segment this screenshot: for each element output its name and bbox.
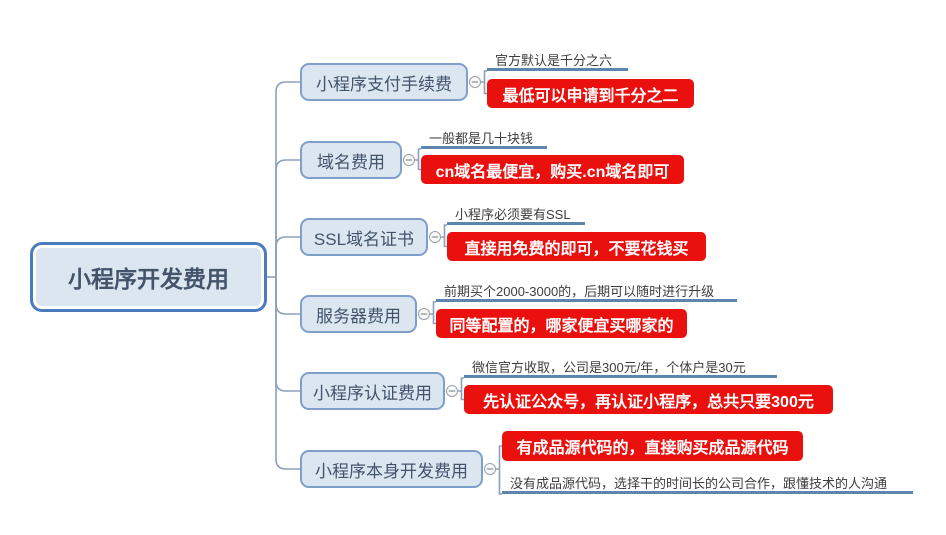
topic-server-fee[interactable]: 服务器费用 <box>300 295 417 333</box>
collapse-icon[interactable] <box>429 231 441 243</box>
topic-payment-fee[interactable]: 小程序支付手续费 <box>300 63 468 101</box>
note-payment-fee[interactable]: 官方默认是千分之六 <box>487 51 628 71</box>
branch-connector <box>275 277 300 392</box>
collapse-icon[interactable] <box>403 154 415 166</box>
child-connector <box>457 377 464 401</box>
topic-development-fee[interactable]: 小程序本身开发费用 <box>300 450 483 488</box>
topic-ssl-certificate[interactable]: SSL域名证书 <box>300 218 428 256</box>
tip-payment-fee[interactable]: 最低可以申请到千分之二 <box>487 79 694 108</box>
tip-ssl-certificate[interactable]: 直接用免费的即可，不要花钱买 <box>447 232 706 261</box>
child-connector <box>495 445 502 495</box>
collapse-icon[interactable] <box>484 463 496 475</box>
child-connector <box>440 224 447 248</box>
collapse-icon[interactable] <box>469 76 481 88</box>
note-domain-fee[interactable]: 一般都是几十块钱 <box>421 129 547 149</box>
collapse-icon[interactable] <box>418 308 430 320</box>
child-connector <box>480 70 487 95</box>
note-development-fee[interactable]: 没有成品源代码，选择干的时间长的公司合作，跟懂技术的人沟通 <box>502 474 913 494</box>
topic-domain-fee[interactable]: 域名费用 <box>300 141 402 179</box>
root-node[interactable]: 小程序开发费用 <box>30 242 267 312</box>
branch-connector <box>275 277 300 470</box>
note-certification-fee[interactable]: 微信官方收取，公司是300元/年，个体户是30元 <box>464 358 777 378</box>
tip-server-fee[interactable]: 同等配置的，哪家便宜买哪家的 <box>436 309 687 338</box>
note-server-fee[interactable]: 前期买个2000-3000的，后期可以随时进行升级 <box>436 282 737 302</box>
branch-connector <box>275 236 300 277</box>
note-ssl-certificate[interactable]: 小程序必须要有SSL <box>447 205 585 225</box>
tip-certification-fee[interactable]: 先认证公众号，再认证小程序，总共只要300元 <box>464 385 833 414</box>
child-connector <box>414 148 421 171</box>
tip-domain-fee[interactable]: cn域名最便宜，购买.cn域名即可 <box>421 155 684 184</box>
branch-connector <box>275 159 300 277</box>
tip-development-fee[interactable]: 有成品源代码的，直接购买成品源代码 <box>502 431 803 461</box>
branch-connector <box>275 277 300 315</box>
child-connector <box>429 301 436 325</box>
branch-connector <box>275 81 300 277</box>
collapse-icon[interactable] <box>446 385 458 397</box>
topic-certification-fee[interactable]: 小程序认证费用 <box>300 372 445 410</box>
